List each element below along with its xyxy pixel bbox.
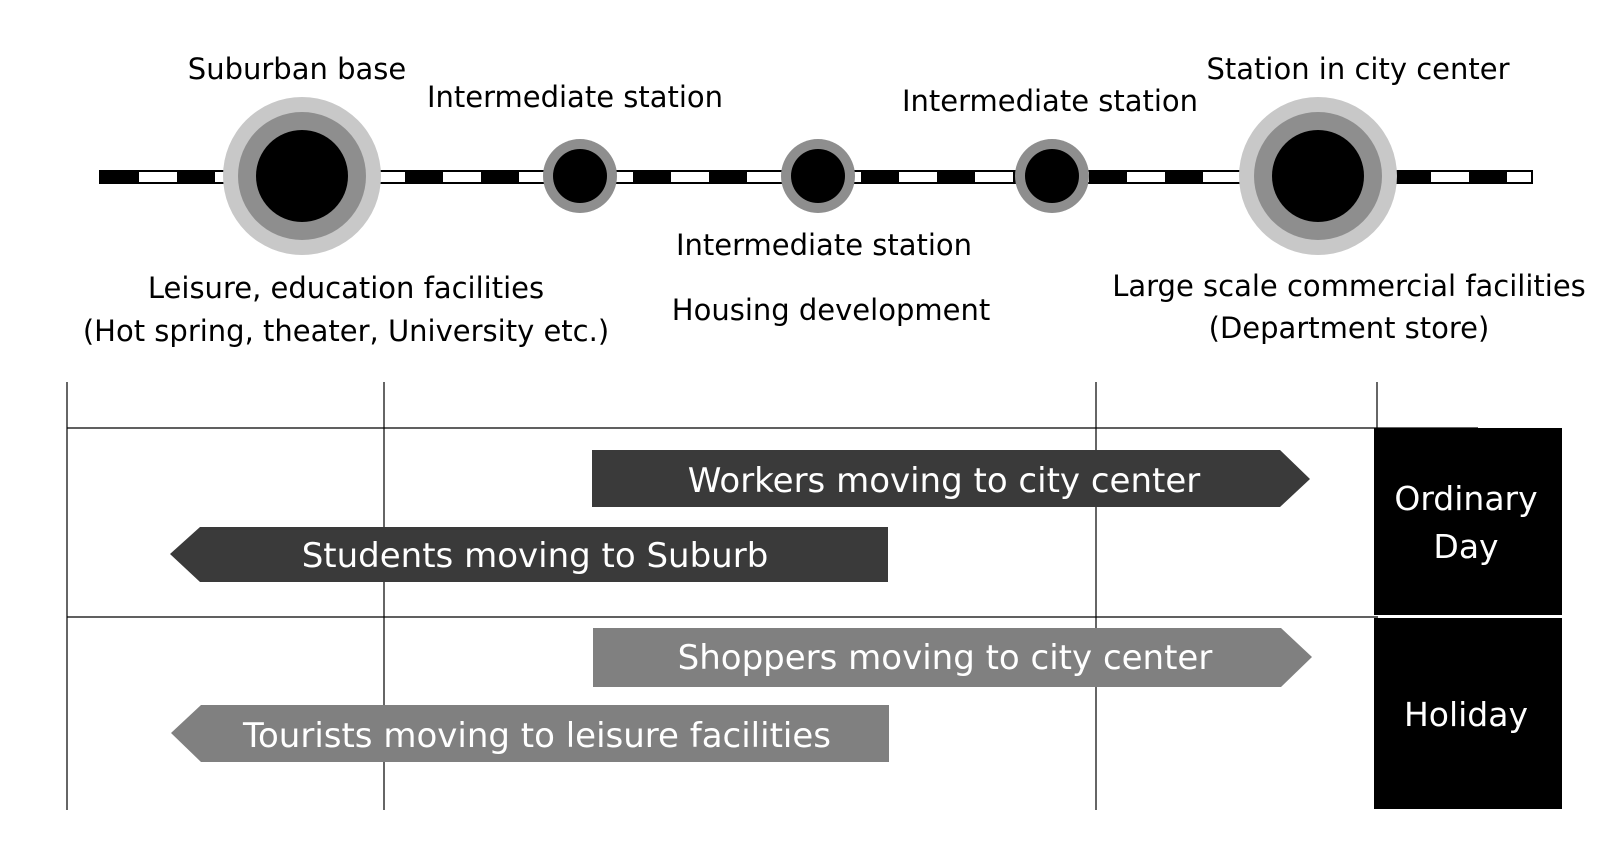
ordinary-day-background: [1374, 428, 1562, 615]
station-core: [791, 149, 845, 203]
shoppers-arrow-shape: [593, 628, 1312, 687]
ordinary-day-label-line2: Day: [1433, 527, 1498, 566]
station-core: [256, 130, 348, 222]
housing-development-label: Housing development: [672, 293, 990, 327]
suburban-base-label: Suburban base: [188, 52, 406, 86]
workers-arrow-shape: [592, 450, 1310, 507]
station-intermediate-1: [543, 139, 617, 213]
suburban-facilities-label: Leisure, education facilities: [148, 271, 544, 305]
station-intermediate-2: [781, 139, 855, 213]
tourists-arrow-shape: [171, 705, 889, 762]
commercial-facilities-examples: (Department store): [1209, 311, 1490, 345]
ordinary-day-label-line1: Ordinary: [1394, 479, 1537, 518]
holiday-background: [1374, 618, 1562, 809]
suburban-facilities-examples: (Hot spring, theater, University etc.): [83, 314, 609, 348]
tourists-arrow-label: Tourists moving to leisure facilities: [242, 716, 831, 756]
city-center-station-label: Station in city center: [1206, 52, 1509, 86]
holiday-box: Holiday: [1374, 618, 1562, 809]
students-arrow-label: Students moving to Suburb: [302, 536, 769, 576]
station-intermediate-3: [1015, 139, 1089, 213]
shoppers-arrow-label: Shoppers moving to city center: [678, 638, 1213, 678]
commercial-facilities-label: Large scale commercial facilities: [1112, 269, 1586, 303]
intermediate-station-2-label: Intermediate station: [676, 228, 972, 262]
students-arrow-shape: [170, 527, 888, 582]
workers-flow-arrow: Workers moving to city center: [592, 450, 1310, 507]
station-city-center: [1239, 97, 1397, 255]
intermediate-station-1-label: Intermediate station: [427, 80, 723, 114]
ordinary-day-box: Ordinary Day: [1374, 428, 1562, 615]
station-core: [553, 149, 607, 203]
holiday-label: Holiday: [1404, 695, 1528, 734]
intermediate-station-3-label: Intermediate station: [902, 84, 1198, 118]
station-core: [1272, 130, 1364, 222]
station-core: [1025, 149, 1079, 203]
shoppers-flow-arrow: Shoppers moving to city center: [593, 628, 1312, 687]
workers-arrow-label: Workers moving to city center: [688, 461, 1200, 501]
tourists-flow-arrow: Tourists moving to leisure facilities: [171, 705, 889, 762]
students-flow-arrow: Students moving to Suburb: [170, 527, 888, 582]
station-suburban-base: [223, 97, 381, 255]
